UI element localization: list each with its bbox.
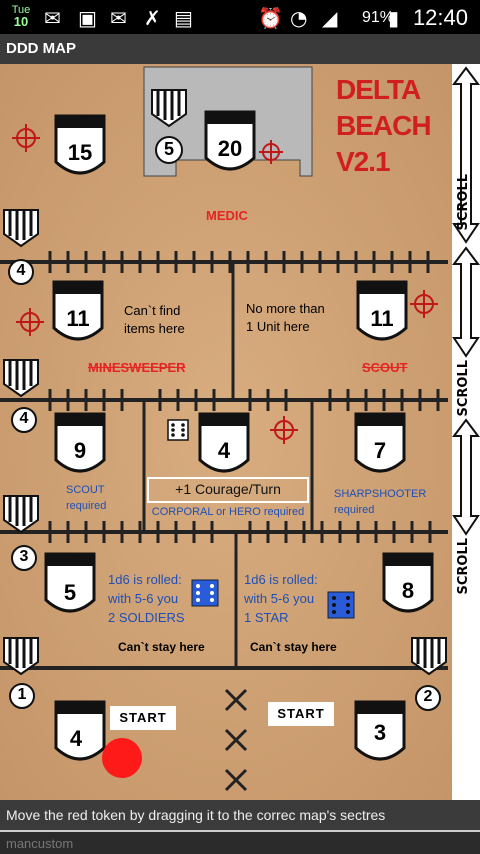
sector-number-row2-left: 11 bbox=[66, 306, 90, 331]
sector-number-row3-center: 4 bbox=[217, 438, 231, 463]
start-label-right: START bbox=[277, 706, 325, 721]
battery-percent: 91% bbox=[361, 9, 394, 26]
dice-icons bbox=[167, 419, 355, 619]
roll-left-text: 1d6 is rolled: with 5-6 you 2 SOLDIERS bbox=[108, 572, 185, 625]
sector-number-row5-right: 3 bbox=[373, 720, 387, 745]
courage-text: +1 Courage/Turn bbox=[175, 481, 281, 497]
line-marker-3: 3 bbox=[19, 548, 29, 565]
map-title-line-2: BEACH bbox=[336, 110, 432, 141]
map-title-line-3: V2.1 bbox=[336, 146, 391, 177]
mail-check-icon-2: ✉ bbox=[110, 6, 127, 30]
cant-stay-left: Can`t stay here bbox=[118, 640, 205, 654]
mail-check-icon: ✉ bbox=[44, 6, 61, 30]
scroll-arrows bbox=[452, 66, 480, 536]
wifi-icon: ◔ bbox=[290, 6, 308, 30]
status-bar: Tue 10 ✉ ▣ ✉ ✗ ▤ ⏰ ◔ ◢ 91% ▮ 12:40 bbox=[0, 0, 480, 34]
scroll-label-1: SCROLL bbox=[456, 174, 471, 231]
wire-ticks bbox=[48, 251, 440, 543]
scroll-bar[interactable]: SCROLL SCROLL SCROLL bbox=[452, 64, 480, 800]
roll-right-text: 1d6 is rolled: with 5-6 you 1 STAR bbox=[244, 572, 318, 625]
status-date-day: Tue bbox=[11, 4, 31, 16]
scout-red-label: SCOUT bbox=[362, 360, 408, 375]
chevron-stripes bbox=[8, 90, 441, 668]
footer-brand: mancustom bbox=[6, 836, 74, 851]
map-title-line-1: DELTA bbox=[336, 74, 421, 105]
courage-box-border bbox=[147, 477, 309, 503]
x-markers bbox=[224, 688, 248, 792]
missed-call-icon: ✗ bbox=[144, 6, 161, 30]
cant-stay-right: Can`t stay here bbox=[250, 640, 337, 654]
sector-number-row3-right: 7 bbox=[373, 438, 387, 463]
rank-chevrons bbox=[3, 89, 447, 676]
shield-tops bbox=[46, 112, 432, 714]
status-time: 12:40 bbox=[412, 5, 468, 30]
medic-label: MEDIC bbox=[206, 208, 248, 223]
sector-number-row3-left: 9 bbox=[73, 438, 87, 463]
sector-number-row5-left: 4 bbox=[69, 726, 83, 751]
alarm-icon: ⏰ bbox=[258, 6, 283, 30]
chevron-number-top: 5 bbox=[163, 139, 174, 159]
scout-required-text: SCOUT required bbox=[66, 484, 107, 512]
line-marker-4: 1 bbox=[17, 686, 27, 703]
map-title: DELTA BEACH V2.1 bbox=[336, 72, 432, 180]
start-label-left: START bbox=[119, 710, 167, 725]
game-map[interactable]: DELTA BEACH V2.1 15 20 5 11 11 9 4 7 5 8… bbox=[0, 64, 452, 800]
line-marker-1: 4 bbox=[16, 262, 26, 279]
red-token[interactable] bbox=[102, 738, 142, 778]
minesweeper-label: MINESWEEPER bbox=[88, 360, 186, 375]
footer-divider bbox=[0, 830, 480, 832]
signal-icon: ◢ bbox=[322, 6, 338, 30]
image-icon: ▣ bbox=[78, 6, 97, 30]
clipboard-icon: ▤ bbox=[174, 6, 193, 30]
status-date-num: 10 bbox=[13, 14, 29, 29]
sector-number-top-center: 20 bbox=[217, 136, 243, 161]
line-marker-2: 4 bbox=[19, 410, 29, 427]
scroll-label-3: SCROLL bbox=[456, 538, 471, 595]
map-graphics bbox=[0, 64, 452, 800]
start-box-right bbox=[268, 702, 334, 726]
scroll-label-2: SCROLL bbox=[456, 360, 471, 417]
footer-brand-bar: mancustom bbox=[0, 830, 480, 854]
battery-icon: ▮ bbox=[388, 6, 400, 30]
start-box-left bbox=[110, 706, 176, 730]
cant-find-items-text: Can`t find items here bbox=[124, 303, 185, 336]
instruction-text: Move the red token by dragging it to the… bbox=[0, 800, 480, 830]
sector-number-row4-right: 8 bbox=[401, 578, 415, 603]
calendar-icon: Tue 10 bbox=[8, 4, 34, 30]
corporal-required-text: CORPORAL or HERO required bbox=[151, 506, 305, 518]
app-title: DDD MAP bbox=[0, 34, 480, 64]
sector-number-top-left: 15 bbox=[67, 140, 93, 165]
sector-dividers bbox=[142, 262, 314, 668]
line-marker-5: 2 bbox=[423, 688, 433, 705]
sector-number-row2-right: 11 bbox=[370, 306, 394, 331]
marker-circles bbox=[8, 136, 441, 711]
target-icons bbox=[12, 124, 438, 444]
no-more-than-text: No more than 1 Unit here bbox=[246, 301, 325, 334]
sector-shields bbox=[44, 110, 434, 761]
sector-number-row4-left: 5 bbox=[63, 580, 77, 605]
sharpshooter-required-text: SHARPSHOOTER required bbox=[334, 488, 427, 516]
